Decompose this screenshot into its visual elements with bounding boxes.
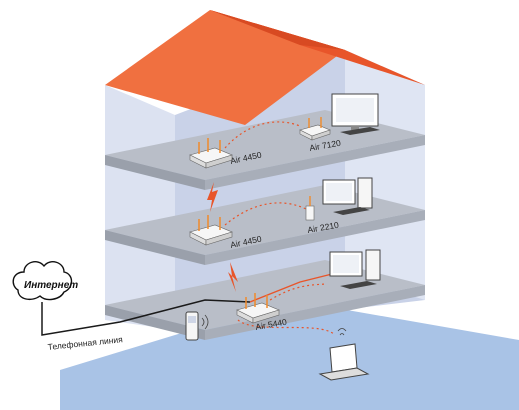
router-top-icon bbox=[189, 138, 233, 169]
wifi-link-laptop bbox=[237, 319, 336, 336]
floor-bottom-side bbox=[205, 285, 425, 340]
internet-cloud-icon bbox=[12, 261, 73, 301]
phone-line bbox=[41, 299, 251, 336]
internet-label: Интернет bbox=[24, 280, 78, 291]
floor-top-side bbox=[205, 135, 425, 190]
floor-top bbox=[105, 110, 425, 180]
cordless-phone-icon bbox=[185, 311, 209, 341]
adapter-middle-icon bbox=[305, 196, 315, 221]
router-bottom-icon bbox=[236, 293, 280, 324]
floor-bottom bbox=[105, 260, 425, 330]
floor-middle-side bbox=[205, 210, 425, 265]
ground bbox=[60, 300, 519, 410]
phone-line-label: Телефонная линия bbox=[47, 334, 123, 352]
roof-ridge bbox=[210, 10, 345, 50]
wifi-link-middle bbox=[224, 202, 309, 226]
floor-bottom-front bbox=[105, 305, 205, 340]
floor-top-front bbox=[105, 155, 205, 190]
lightning-bolt-icon-lower bbox=[228, 262, 238, 292]
desktop-middle-icon bbox=[322, 177, 373, 215]
monitor-top-icon bbox=[331, 93, 380, 135]
wifi-link-bottom bbox=[269, 283, 327, 301]
router-middle-icon bbox=[189, 215, 233, 246]
floor-middle-front bbox=[105, 230, 205, 265]
laptop-icon bbox=[318, 328, 370, 381]
wifi-link-top bbox=[224, 121, 301, 149]
lightning-bolt-icon bbox=[207, 182, 218, 212]
adapter-top-icon bbox=[299, 117, 331, 141]
desktop-bottom-icon bbox=[329, 249, 381, 289]
